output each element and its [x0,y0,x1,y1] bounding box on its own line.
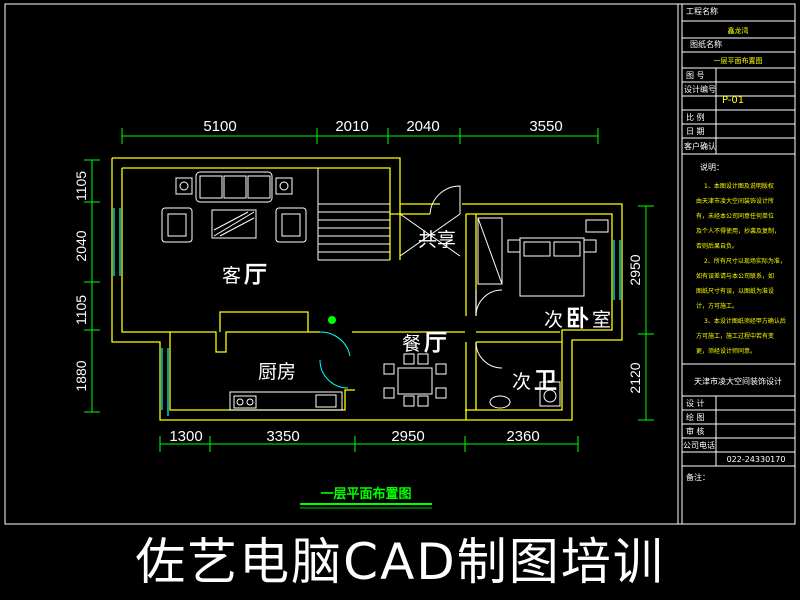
room-shared: 共享 [418,229,456,251]
dim-bottom-3: 2950 [391,428,424,445]
note-line-12: 更，须经设计师同意。 [696,347,756,355]
note-line-5: 否则后果自负。 [696,242,738,250]
scale-label: 比 例 [686,112,705,122]
room-dining-b: 厅 [424,330,447,356]
title-block-text: 工程名称 鑫龙湾 图纸名称 一层平面布置图 图 号 设计编号 P-01 比 例 … [683,6,786,482]
room-kitchen: 厨房 [258,361,296,383]
room-living-a: 客 [222,265,241,287]
sheet-border [4,3,796,525]
design-no: P-01 [722,95,744,106]
note-line-9: 计，方可施工。 [696,302,738,310]
company-name: 天津市凌大空间装饰设计 [694,376,782,386]
project-name: 鑫龙湾 [728,26,749,35]
notes-label: 说明： [700,162,724,172]
date-label: 日 期 [686,127,705,136]
dim-left-2: 2040 [73,230,89,261]
living-room-furniture [161,171,307,243]
dimensions-top: 5100 2010 2040 3550 [203,118,562,135]
room-bedroom-a: 次 [544,309,563,331]
plant-icon [328,316,336,324]
banner-title: 佐艺电脑CAD制图培训 [135,533,665,591]
note-line-2: 由天津市凌大空间装饰设计所 [696,197,774,205]
room-bedroom-b: 卧 [566,306,589,332]
dim-top-2: 2010 [335,118,368,135]
bedroom-furniture [477,217,609,297]
room-bath-b: 卫 [534,368,557,394]
dim-top-4: 3550 [529,118,562,135]
note-line-10: 3、本设计图纸须经甲方确认后 [704,317,786,325]
dimension-lines [84,128,654,452]
drawn-label: 绘 图 [686,412,705,422]
doors [319,185,503,389]
design-no-label: 设计编号 [684,84,716,94]
note-line-8: 图纸尺寸有误，以图纸为准设 [696,287,774,295]
phone-label: 公司电话 [683,440,715,450]
review-label: 审 核 [686,426,705,436]
dim-bottom-2: 3350 [266,428,299,445]
note-line-3: 有，未经本公司同意任何单位 [696,212,774,220]
dim-right-2: 2120 [627,362,643,393]
drawing-no-label: 图 号 [686,71,705,80]
remark-label: 备注： [686,472,710,482]
project-name-label: 工程名称 [686,6,718,16]
note-line-11: 方可施工，施工过程中若有变 [696,332,774,340]
title-block-frame [677,4,795,524]
dimensions-left: 1105 2040 1105 1880 [73,171,89,392]
dim-top-3: 2040 [406,118,439,135]
dim-right-1: 2950 [627,254,643,285]
room-bath-a: 次 [512,371,531,393]
phone-number: 022-24330170 [727,455,786,464]
note-line-1: 1、本图设计图及说明版权 [704,182,774,190]
walls [111,157,623,421]
dim-bottom-4: 2360 [506,428,539,445]
dimensions-bottom: 1300 3350 2950 2360 [169,428,539,445]
dim-left-3: 1105 [73,295,89,325]
dining-set [383,353,447,407]
note-line-6: 2、所有尺寸以现场实际为准， [704,257,786,265]
note-line-4: 及个人不得使用，抄袭及复制， [696,227,780,235]
dim-top-1: 5100 [203,118,236,135]
windows [113,208,621,416]
kitchen-counter [229,391,343,411]
room-living-b: 厅 [244,262,267,288]
drawing-name: 一层平面布置图 [714,56,763,65]
plan-title: 一层平面布置图 [320,486,411,502]
client-sign-label: 客户确认 [684,141,716,151]
room-bedroom-c: 室 [592,309,611,331]
dim-left-1: 1105 [73,171,89,201]
note-line-7: 如有误差请与本公司联系，如 [696,272,774,280]
dim-left-4: 1880 [73,360,89,391]
room-labels: 客 厅 共享 次 卧 室 厨房 餐 厅 次 卫 [222,229,611,394]
design-label: 设 计 [686,398,705,408]
room-dining-a: 餐 [402,333,421,355]
staircase [317,168,461,261]
dimensions-right: 2950 2120 [627,254,643,393]
bathroom-fixtures [489,381,561,409]
drawing-name-label: 图纸名称 [690,39,722,49]
dim-bottom-1: 1300 [169,428,202,445]
